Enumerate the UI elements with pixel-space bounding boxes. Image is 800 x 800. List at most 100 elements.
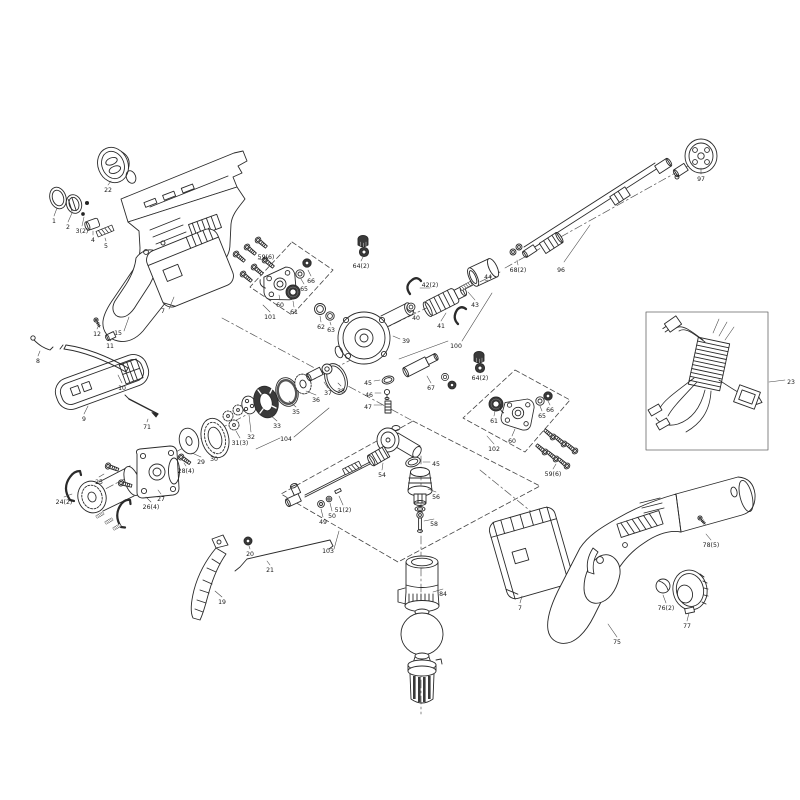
- trigger-lever-19: [190, 534, 229, 621]
- callout-leader-67: [426, 375, 432, 384]
- part-callout-25: 25: [95, 479, 103, 486]
- gun-housing-left-assembly: [30, 146, 248, 418]
- stem-58: [416, 511, 424, 533]
- callout-leader-66: [307, 269, 312, 277]
- motor-25: [77, 465, 148, 514]
- trigger-group: [190, 534, 334, 621]
- filter-basket: [407, 652, 443, 704]
- valve-kit-45-46-47: [381, 375, 395, 414]
- part-callout-11: 11: [106, 343, 114, 350]
- part-callout-96: 96: [557, 267, 565, 274]
- callout-leader-64(2): [478, 370, 481, 374]
- callout-leader-51(2): [338, 495, 344, 506]
- part-callout-77: 77: [683, 623, 691, 630]
- pin-11: [104, 331, 117, 341]
- subassembly-boxes: [249, 241, 571, 563]
- callout-leader-45: [373, 379, 381, 382]
- dial-knob-77: [672, 569, 709, 615]
- connector: [647, 403, 663, 417]
- callout-leader-60: [278, 294, 281, 301]
- part-callout-30: 30: [210, 456, 218, 463]
- box-102: [462, 369, 571, 453]
- part-callout-104: 104: [280, 436, 292, 443]
- part-callout-43: 43: [471, 302, 479, 309]
- nut-20: [243, 536, 253, 546]
- callout-leader-36: [305, 390, 317, 396]
- callout-leader-43: [467, 291, 476, 301]
- part-callout-36: 36: [312, 397, 320, 404]
- wiring-harness-box: [645, 311, 769, 451]
- wires: [655, 326, 739, 433]
- callout-leader-11: [109, 339, 112, 342]
- callout-leader-65: [300, 278, 305, 285]
- part-callout-64(2): 64(2): [472, 375, 489, 382]
- trigger-valve-assembly-103: [255, 407, 433, 533]
- part-callout-50: 50: [328, 513, 336, 520]
- part-callout-54: 54: [378, 472, 386, 479]
- seal-ring-1: [49, 186, 67, 210]
- part-callout-33: 33: [273, 423, 281, 430]
- washer-pair-68: [509, 243, 523, 256]
- callout-leader-20: [248, 545, 251, 550]
- screw-12: [92, 316, 103, 329]
- part-callout-61: 61: [290, 309, 298, 316]
- callout-leader-2: [67, 212, 73, 223]
- callout-leader-76(2): [662, 594, 667, 604]
- valve-body-54: [367, 425, 422, 467]
- part-callout-59(6): 59(6): [258, 254, 275, 261]
- part-callout-20: 20: [246, 551, 254, 558]
- bottom-cover-9: [54, 354, 150, 410]
- clip-42: [406, 277, 423, 296]
- part-callout-15: 15: [114, 330, 122, 337]
- callout-leader-32: [248, 414, 252, 433]
- cap-oring: [125, 170, 137, 184]
- seal-63: [325, 311, 335, 321]
- part-callout-5: 5: [104, 243, 108, 250]
- callout-leader-77: [686, 612, 690, 622]
- part-callout-65: 65: [300, 286, 308, 293]
- part-callout-10: 10: [118, 385, 126, 392]
- lance-assembly: [509, 138, 718, 263]
- connector: [655, 417, 671, 431]
- part-callout-75: 75: [613, 639, 621, 646]
- part-callout-65: 65: [538, 413, 546, 420]
- callout-leader-78(5): [705, 533, 712, 541]
- callout-leader-28(4): [183, 462, 187, 467]
- valve-cartridge-41: [422, 286, 468, 317]
- part-callout-63: 63: [327, 327, 335, 334]
- bushing-66: [302, 258, 312, 268]
- gearbox-plate-27: [135, 445, 180, 499]
- part-callout-84: 84: [439, 591, 447, 598]
- seal-ring-2: [65, 194, 83, 214]
- part-callout-4: 4: [91, 237, 95, 244]
- callout-leader-35: [288, 400, 297, 408]
- callout-leader-38: [337, 382, 342, 387]
- bushing-4: [84, 217, 101, 231]
- part-callout-60: 60: [508, 438, 516, 445]
- part-callout-68(2): 68(2): [510, 267, 527, 274]
- callout-leader-24(2): [63, 493, 73, 498]
- callout-leader-7: [168, 296, 175, 310]
- link-rod-21: [234, 539, 334, 572]
- callout-leader-41: [440, 312, 447, 322]
- part-callout-35: 35: [292, 409, 300, 416]
- control-module: [687, 336, 731, 392]
- seal-62: [314, 303, 326, 315]
- rotor-33: [253, 385, 279, 419]
- callout-leader-44: [484, 279, 489, 282]
- nut-49: [317, 500, 325, 508]
- part-callout-102: 102: [488, 446, 500, 453]
- part-callout-66: 66: [307, 278, 315, 285]
- connector: [662, 315, 683, 333]
- part-callout-8: 8: [36, 358, 40, 365]
- fitting-64: [473, 350, 486, 374]
- housing-shell-right: [547, 476, 756, 644]
- callout-leader-63: [329, 321, 332, 326]
- lance-tube: [522, 157, 673, 258]
- callout-leader-29: [191, 452, 202, 458]
- part-callout-101: 101: [264, 314, 276, 321]
- part-callout-7: 7: [518, 605, 522, 612]
- callout-leader-61: [493, 410, 496, 417]
- callout-leader-64(2): [360, 256, 364, 262]
